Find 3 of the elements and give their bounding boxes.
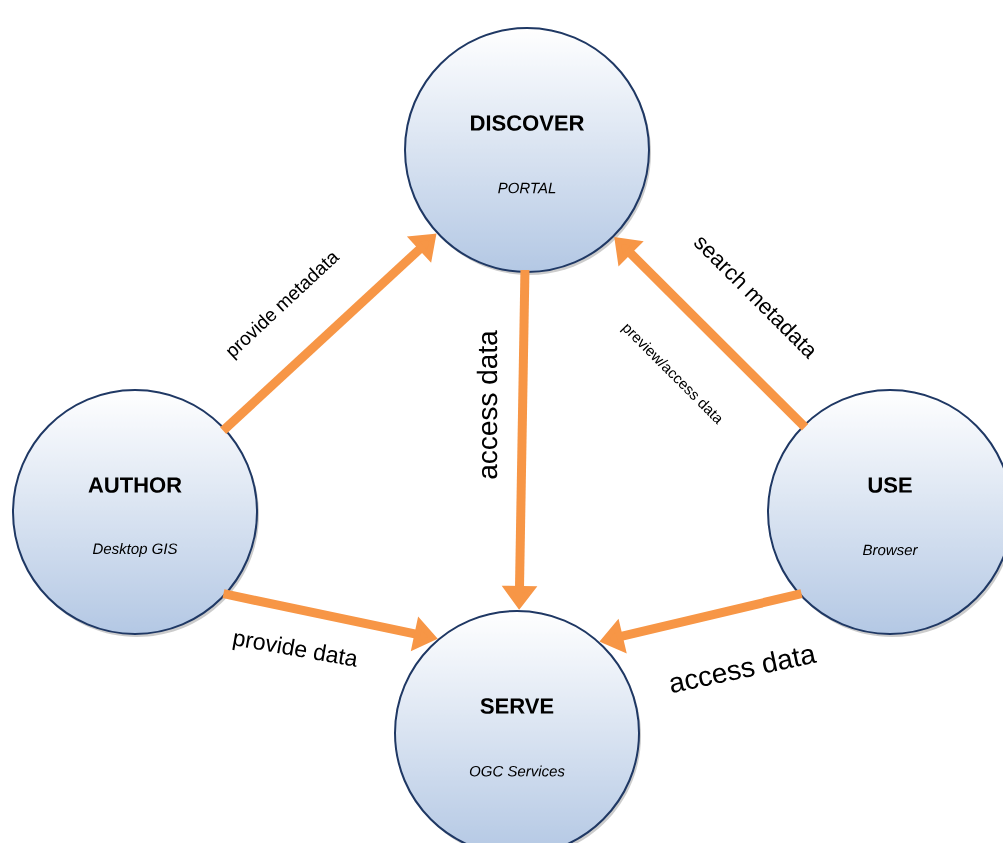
edge-label: access data <box>476 330 498 479</box>
edge-label: access data <box>670 648 818 693</box>
arrow <box>614 237 809 431</box>
